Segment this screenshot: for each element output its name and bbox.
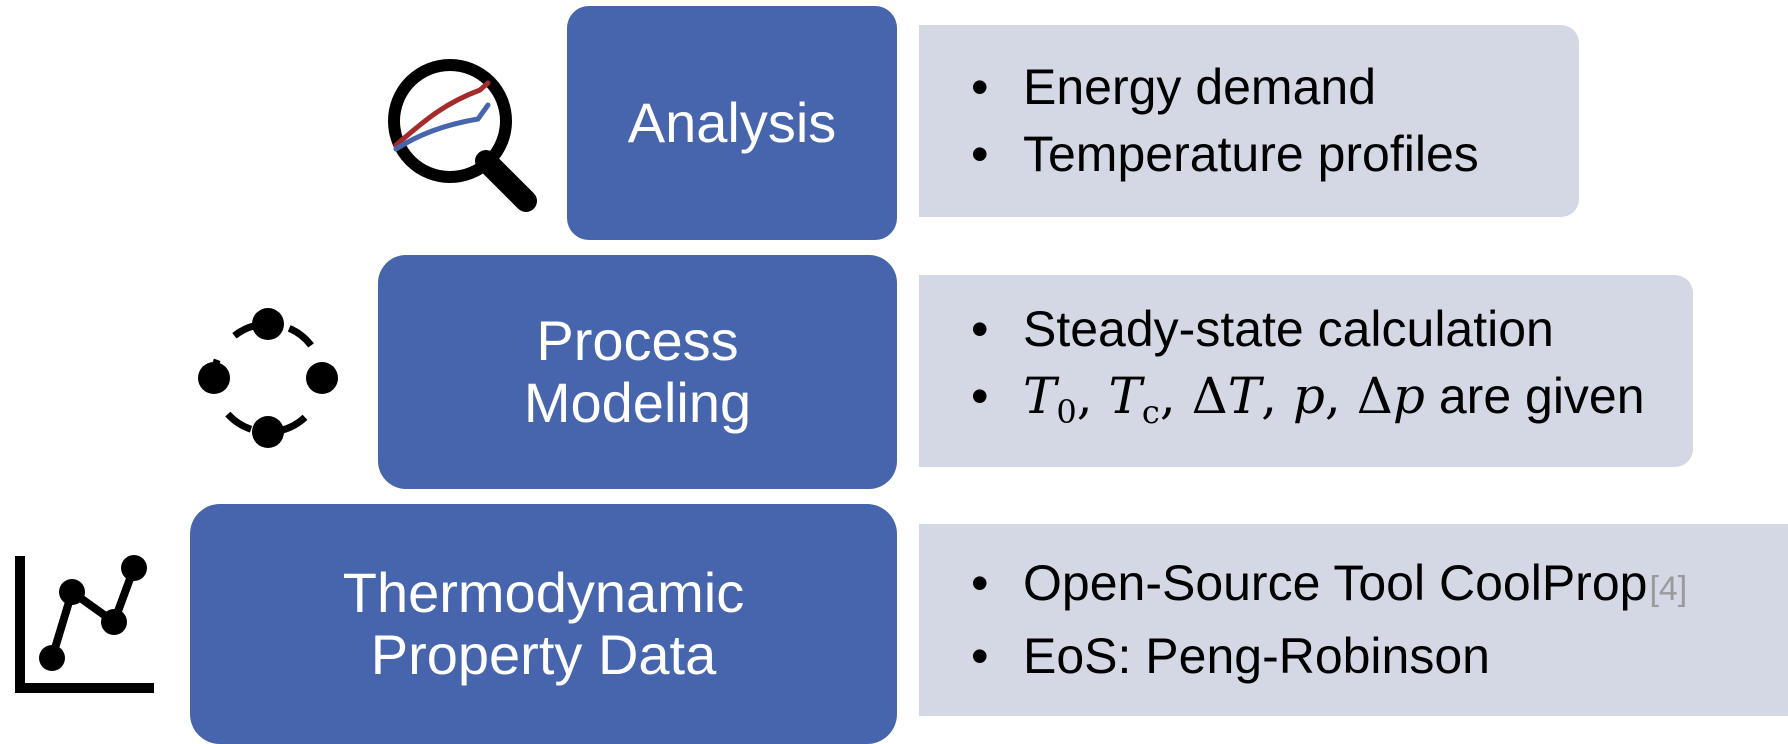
thermodynamic-details-panel: • Open-Source Tool CoolProp[4] • EoS: Pe…	[919, 524, 1788, 716]
thermodynamic-title-line-1: Thermodynamic	[342, 561, 745, 624]
given-text: are given	[1438, 368, 1645, 424]
process-modeling-title-line-1: Process	[536, 309, 739, 372]
bullet-marker: •	[971, 555, 989, 611]
magnifier-chart-icon	[388, 59, 537, 212]
list-item: • Temperature profiles	[971, 121, 1579, 188]
list-item: • Energy demand	[971, 54, 1579, 121]
analysis-details-panel: • Energy demand • Temperature profiles	[919, 25, 1579, 217]
list-item: • T0, Tc, ΔT, p, Δp are given	[971, 363, 1693, 446]
bullet-marker: •	[971, 126, 989, 182]
process-modeling-title-line-2: Modeling	[523, 371, 752, 434]
bullet-text: Steady-state calculation	[1023, 301, 1554, 357]
thermodynamic-title-line-2: Property Data	[370, 623, 717, 686]
bullet-text: EoS: Peng-Robinson	[1023, 628, 1490, 684]
analysis-block: Analysis	[567, 6, 897, 240]
analysis-title: Analysis	[627, 91, 837, 154]
process-cycle-icon	[198, 308, 338, 448]
thermodynamic-property-data-block: Thermodynamic Property Data	[190, 504, 897, 744]
bullet-marker: •	[971, 628, 989, 684]
bullet-text: Energy demand	[1023, 59, 1377, 115]
process-modeling-block: Process Modeling	[378, 255, 897, 489]
line-chart-icon	[15, 555, 154, 693]
bullet-marker: •	[971, 59, 989, 115]
list-item: • Open-Source Tool CoolProp[4]	[971, 550, 1788, 623]
given-parameters-formula: T0, Tc, ΔT, p, Δp	[1023, 367, 1425, 431]
bullet-marker: •	[971, 301, 989, 357]
list-item: • Steady-state calculation	[971, 296, 1693, 363]
bullet-marker: •	[971, 368, 989, 424]
reference-marker: [4]	[1649, 570, 1688, 608]
list-item: • EoS: Peng-Robinson	[971, 623, 1788, 690]
bullet-text: Open-Source Tool CoolProp	[1023, 555, 1648, 611]
process-modeling-details-panel: • Steady-state calculation • T0, Tc, ΔT,…	[919, 275, 1693, 467]
bullet-text: Temperature profiles	[1023, 126, 1479, 182]
